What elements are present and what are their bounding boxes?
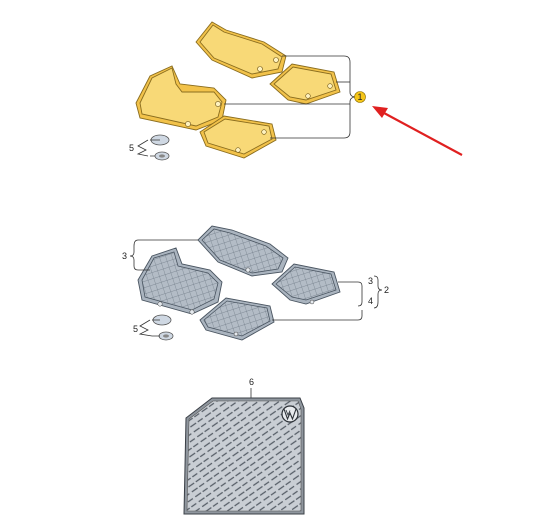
grey-rear-left-mat xyxy=(197,225,289,277)
grey-rear-right-mat xyxy=(271,263,341,305)
yellow-front-right-mat xyxy=(199,115,277,159)
textured-mat-surface xyxy=(186,400,302,512)
callout-3-right: 3 xyxy=(368,276,373,286)
callout-6: 6 xyxy=(249,377,254,387)
callout-1-marker xyxy=(354,91,366,103)
callout-2: 2 xyxy=(384,285,389,295)
grey-front-right-mat xyxy=(199,297,275,341)
group-textured-mat: 6 xyxy=(183,377,305,515)
vw-logo-icon xyxy=(281,405,299,423)
group-yellow-mats: 1 5 xyxy=(129,21,463,161)
callout-3-left: 3 xyxy=(122,251,127,261)
yellow-rear-right-mat xyxy=(269,63,341,105)
red-pointer-arrow-icon xyxy=(372,106,463,156)
yellow-front-left-mat xyxy=(135,65,227,131)
clip-parts-5-top xyxy=(136,134,170,161)
grey-front-left-mat xyxy=(137,247,223,315)
callout-5-top: 5 xyxy=(129,143,134,153)
callout-1: 1 xyxy=(358,92,363,102)
yellow-rear-left-mat xyxy=(195,21,287,79)
callout-5-bottom: 5 xyxy=(133,324,138,334)
callout-4: 4 xyxy=(368,296,373,306)
group-grey-mats: 3 3 4 2 5 xyxy=(122,225,389,341)
clip-parts-5-bottom xyxy=(138,314,174,341)
